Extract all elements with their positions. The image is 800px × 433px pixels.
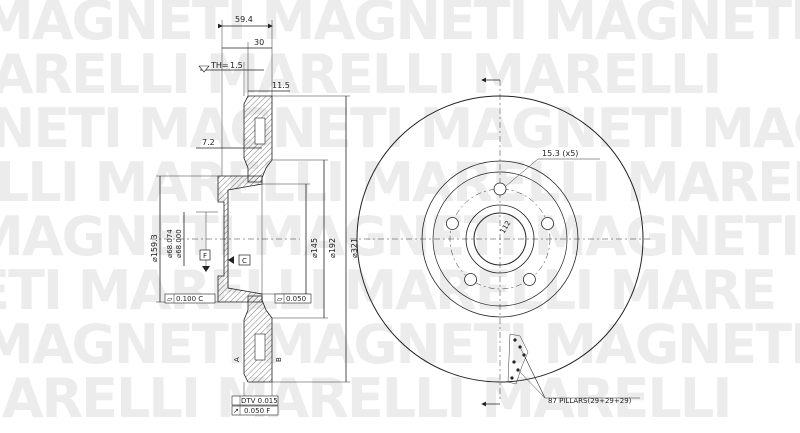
pillars-label: 87 PILLARS(29+29+29): [548, 397, 632, 405]
center-bore: [473, 212, 527, 266]
dim-th-label: TH=: [210, 61, 229, 70]
hat-outer-circle: [432, 171, 568, 307]
tolerance-frame-right: [274, 293, 312, 304]
watermark-row: MARELLI MARELLI MARELLI: [0, 367, 732, 430]
pillar-markers: [507, 333, 529, 385]
dim-11-5: 11.5: [272, 81, 290, 90]
watermark-row: MAGNETI MAGNETI MAGNETI: [0, 313, 800, 376]
datum-c-triangle-icon: [228, 256, 234, 264]
pillar-outline: [507, 333, 529, 385]
bolt-circle: [449, 188, 551, 290]
watermark-row: MAGNETI MAGNETI MAGNETI: [0, 205, 800, 268]
friction-ring-inner: [421, 160, 579, 318]
tol-runout: 0.050 F: [244, 407, 270, 415]
pillars-leader-2: [523, 354, 546, 399]
hole-label: 15.3 (x5): [542, 149, 578, 158]
pillar-dot: [513, 338, 517, 342]
dim-321: ⌀321: [350, 238, 359, 258]
tol-right: 0.050: [286, 295, 306, 303]
tolerance-frame-left: [164, 293, 216, 304]
datum-c-box: [238, 254, 251, 266]
flatness-icon: ▱: [277, 295, 283, 303]
bolt-holes: [445, 182, 554, 286]
watermark-row: NETI MARELLI MARELLI MARE: [0, 259, 777, 322]
dim-159-3: ⌀159.3: [150, 234, 159, 262]
dim-68-000: ⌀68.000: [175, 229, 183, 258]
triangle-icon: [198, 65, 210, 73]
section-view: 59.4 30 TH= 1.5 11.5 7.2 ⌀159.3 ⌀68.074 …: [150, 15, 359, 416]
front-view: 15.3 (x5) 112 87 PILLARS(29+29+29): [350, 77, 650, 407]
flatness-icon: ▱: [167, 295, 173, 303]
dim-192: ⌀192: [328, 238, 337, 258]
datum-f: F: [203, 252, 207, 260]
watermark-row: ELLI MARELLI MARELLI MAREL: [0, 151, 800, 214]
dim-145: ⌀145: [310, 238, 319, 258]
dim-th-value: 1.5: [230, 61, 243, 70]
runout-icon: ↗: [233, 407, 239, 415]
datum-f-triangle-icon: [202, 266, 210, 272]
dim-68-074: ⌀68.074: [166, 229, 174, 258]
bolt-hole: [464, 273, 478, 286]
datum-f-box: [199, 249, 211, 261]
dim-59-4: 59.4: [235, 15, 253, 24]
dim-30: 30: [254, 38, 264, 47]
watermark-row: MAGNETI MAGNETI MAGNETI: [0, 0, 800, 52]
disc-outer-edge: [356, 95, 644, 383]
vent-channel-top: [254, 117, 266, 145]
bolt-hole: [541, 217, 554, 230]
bolt-hole: [493, 182, 507, 196]
tol-dtv: DTV 0.015: [241, 397, 278, 405]
hole-leader: [505, 158, 539, 187]
tolerance-frame-dtv: [231, 395, 279, 406]
center-bore-outer: [465, 204, 535, 274]
side-mark-b: B: [275, 357, 283, 362]
datum-c: C: [242, 257, 247, 265]
pillar-dot: [510, 376, 514, 380]
pcd-label: 112: [499, 219, 513, 235]
bolt-hole: [523, 273, 536, 286]
dim-7-2: 7.2: [202, 138, 215, 147]
watermark-row: NETI MAGNETI MAGNETI MAG: [0, 97, 800, 160]
pillar-dot: [512, 360, 516, 364]
bolt-hole: [445, 217, 459, 230]
pillars-leader-3: [517, 369, 546, 399]
tol-left: 0.100 C: [176, 295, 203, 303]
vent-channel-bottom: [254, 333, 266, 361]
side-mark-a: A: [233, 357, 241, 362]
tolerance-frame-runout: [231, 405, 279, 416]
watermark-row: MARELLI MARELLI MARELLI: [0, 43, 722, 106]
